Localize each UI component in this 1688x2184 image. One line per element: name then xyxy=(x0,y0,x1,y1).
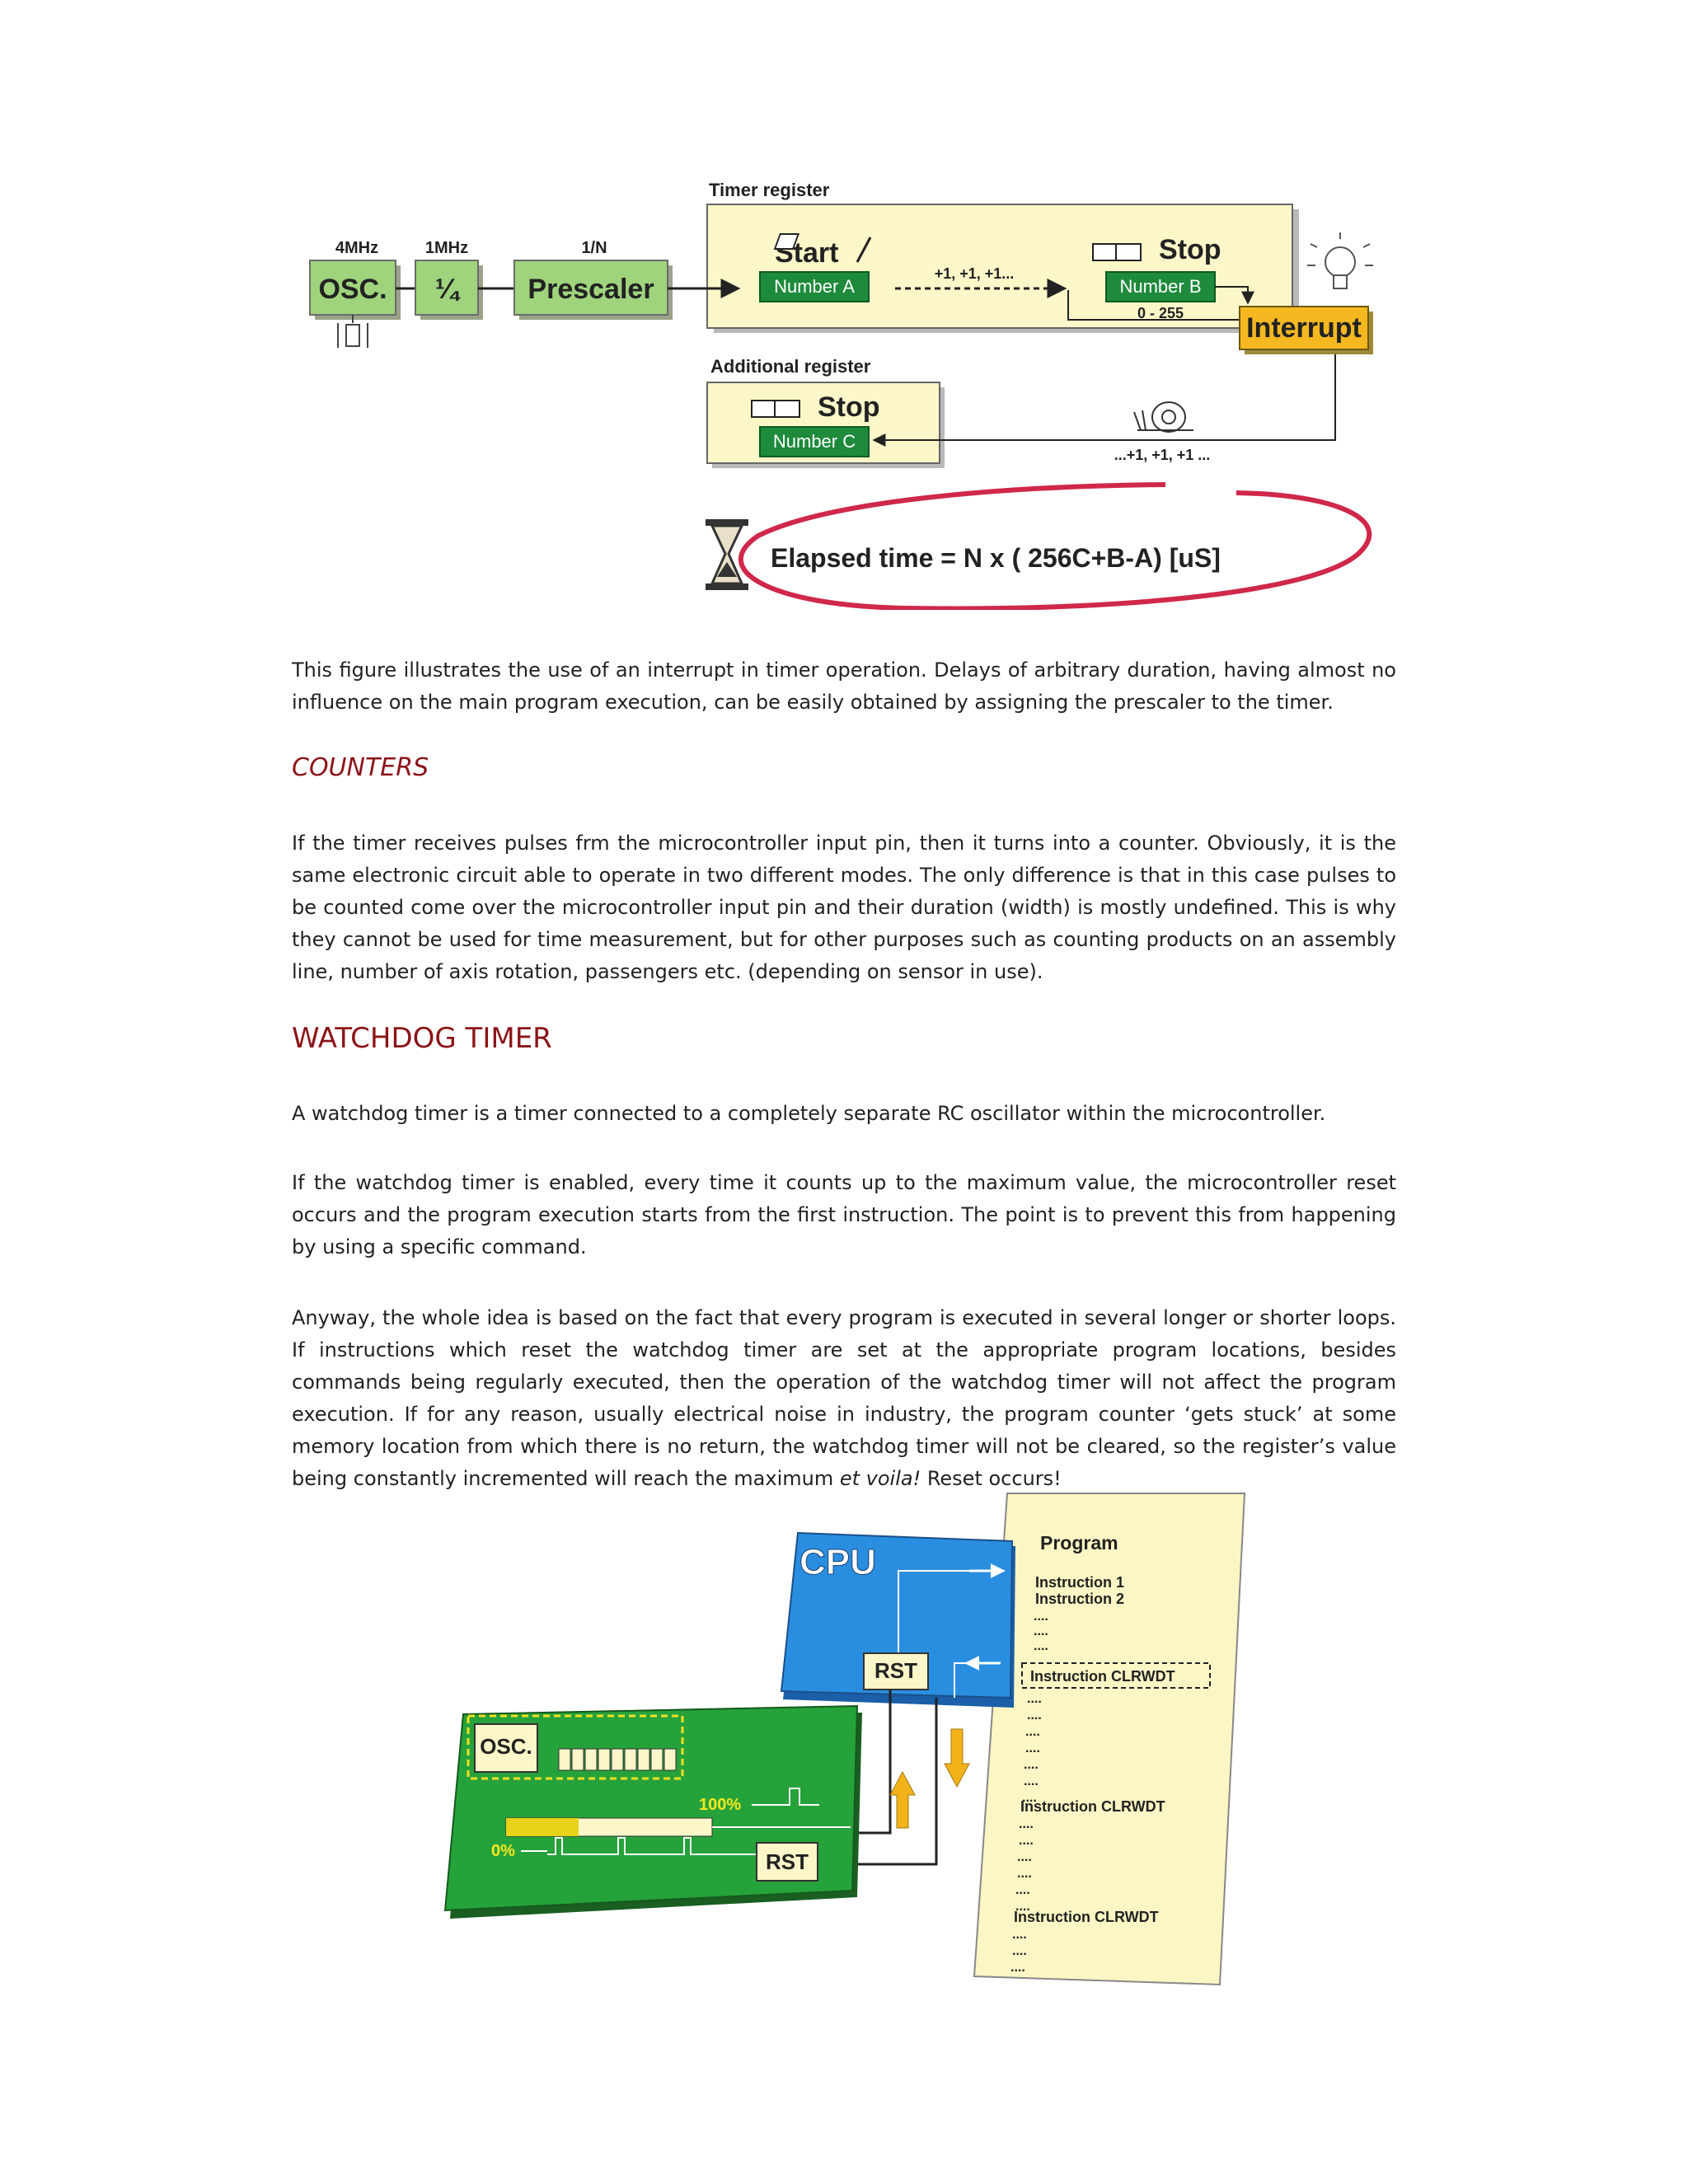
light-bulb-icon xyxy=(1307,232,1373,289)
svg-text:....: .... xyxy=(1012,1944,1027,1958)
watchdog-diagram: Program Instruction 1 Instruction 2 ....… xyxy=(443,1493,1246,1986)
increments-bottom-label: ...+1, +1, +1 ... xyxy=(1114,447,1211,463)
cpu-rst-label: RST xyxy=(874,1658,917,1683)
counters-heading: COUNTERS xyxy=(292,753,429,782)
divider-block xyxy=(415,260,479,316)
svg-text:....: .... xyxy=(1027,1692,1042,1706)
prescaler-label: Prescaler xyxy=(528,274,654,305)
instruction-1: Instruction 1 xyxy=(1035,1574,1124,1591)
svg-text:....: .... xyxy=(1034,1610,1048,1624)
cpu-board xyxy=(780,1531,1014,1699)
svg-text:....: .... xyxy=(1017,1850,1032,1864)
svg-text:....: .... xyxy=(1022,1791,1037,1805)
svg-text:....: .... xyxy=(1012,1928,1027,1942)
hourglass-icon xyxy=(706,519,748,590)
watchdog-paragraph-2: If the watchdog timer is enabled, every … xyxy=(292,1171,1396,1258)
watchdog-board xyxy=(443,1704,859,1912)
svg-text:....: .... xyxy=(1024,1758,1039,1772)
clrwdt-highlight-box xyxy=(1021,1662,1211,1689)
osc-label: OSC. xyxy=(318,274,387,305)
stop2-label: Stop xyxy=(818,391,880,423)
timer-register-box xyxy=(706,204,1293,329)
program-title: Program xyxy=(1040,1532,1118,1554)
svg-text:....: .... xyxy=(1027,1708,1042,1722)
svg-text:....: .... xyxy=(1010,1961,1025,1975)
clrwdt-instruction-3: Instruction CLRWDT xyxy=(1014,1909,1159,1925)
cpu-rst-box xyxy=(863,1652,929,1690)
instruction-2: Instruction 2 xyxy=(1035,1591,1124,1607)
timer-interrupt-diagram: Timer register 4MHz 1MHz 1/N OSC. ¼ Pres… xyxy=(309,180,1373,610)
up-arrow-icon xyxy=(889,1770,916,1829)
program-sheet xyxy=(973,1493,1246,1986)
additional-register-label: Additional register xyxy=(710,356,871,377)
svg-text:....: .... xyxy=(1025,1725,1040,1739)
et-voila-emphasis: et voila! xyxy=(839,1467,921,1490)
number-a-box xyxy=(759,271,870,302)
stop-label: Stop xyxy=(1159,234,1221,265)
pct-0-label: 0% xyxy=(491,1842,515,1860)
number-c-label: Number C xyxy=(773,431,856,452)
svg-text:....: .... xyxy=(1017,1867,1032,1881)
clrwdt-instruction-1: Instruction CLRWDT xyxy=(1030,1668,1175,1685)
osc-dashed-box xyxy=(467,1714,684,1780)
svg-text:....: .... xyxy=(1015,1900,1030,1914)
racing-flags-icon xyxy=(1092,243,1142,261)
cpu-label: CPU xyxy=(799,1542,876,1582)
watchdog-paragraph-3-main: Anyway, the whole idea is based on the f… xyxy=(292,1306,1396,1490)
watchdog-paragraph-3: Anyway, the whole idea is based on the f… xyxy=(292,1302,1396,1495)
freq-4mhz-label: 4MHz xyxy=(335,239,378,257)
down-arrow-icon xyxy=(944,1728,970,1788)
watchdog-paragraph-3-end: Reset occurs! xyxy=(921,1467,1062,1490)
watchdog-paragraph-1: A watchdog timer is a timer connected to… xyxy=(292,1102,1326,1125)
watchdog-progress-fill xyxy=(506,1818,579,1836)
pct-100-label: 100% xyxy=(699,1796,741,1814)
number-a-label: Number A xyxy=(774,276,855,297)
svg-text:....: .... xyxy=(1019,1834,1034,1848)
increments-top-label: +1, +1, +1... xyxy=(935,265,1015,282)
svg-text:....: .... xyxy=(1024,1774,1039,1788)
timer-register-label: Timer register xyxy=(709,180,830,200)
freq-1mhz-label: 1MHz xyxy=(425,239,468,257)
snail-icon xyxy=(1133,401,1193,433)
watchdog-rst-label: RST xyxy=(766,1849,809,1874)
divider-label: ¼ xyxy=(435,274,461,305)
number-b-label: Number B xyxy=(1119,276,1201,297)
freq-1n-label: 1/N xyxy=(581,239,607,257)
svg-text:....: .... xyxy=(1034,1639,1048,1653)
checkered-flag-icon xyxy=(773,233,872,263)
intro-paragraph: This figure illustrates the use of an in… xyxy=(292,658,1396,714)
watchdog-rst-box xyxy=(756,1842,818,1882)
interrupt-block xyxy=(1239,306,1369,350)
svg-text:....: .... xyxy=(1034,1624,1048,1638)
osc-chip xyxy=(474,1723,538,1773)
svg-text:....: .... xyxy=(1015,1883,1030,1897)
svg-text:....: .... xyxy=(1019,1817,1034,1831)
interrupt-label: Interrupt xyxy=(1246,312,1362,344)
clrwdt-instruction-2: Instruction CLRWDT xyxy=(1020,1798,1165,1815)
watchdog-osc-label: OSC. xyxy=(480,1734,532,1759)
crystal-icon xyxy=(337,315,368,348)
watchdog-heading: WATCHDOG TIMER xyxy=(292,1022,552,1055)
counters-paragraph: If the timer receives pulses frm the mic… xyxy=(292,832,1396,983)
range-label: 0 - 255 xyxy=(1137,305,1184,321)
watchdog-counter-cells xyxy=(558,1748,677,1771)
formula-text: Elapsed time = N x ( 256C+B-A) [uS] xyxy=(771,543,1221,573)
formula-highlight-ellipse xyxy=(738,482,1372,610)
number-c-box xyxy=(759,426,870,457)
racing-flags-icon-2 xyxy=(751,400,800,418)
svg-text:....: .... xyxy=(1025,1741,1040,1755)
